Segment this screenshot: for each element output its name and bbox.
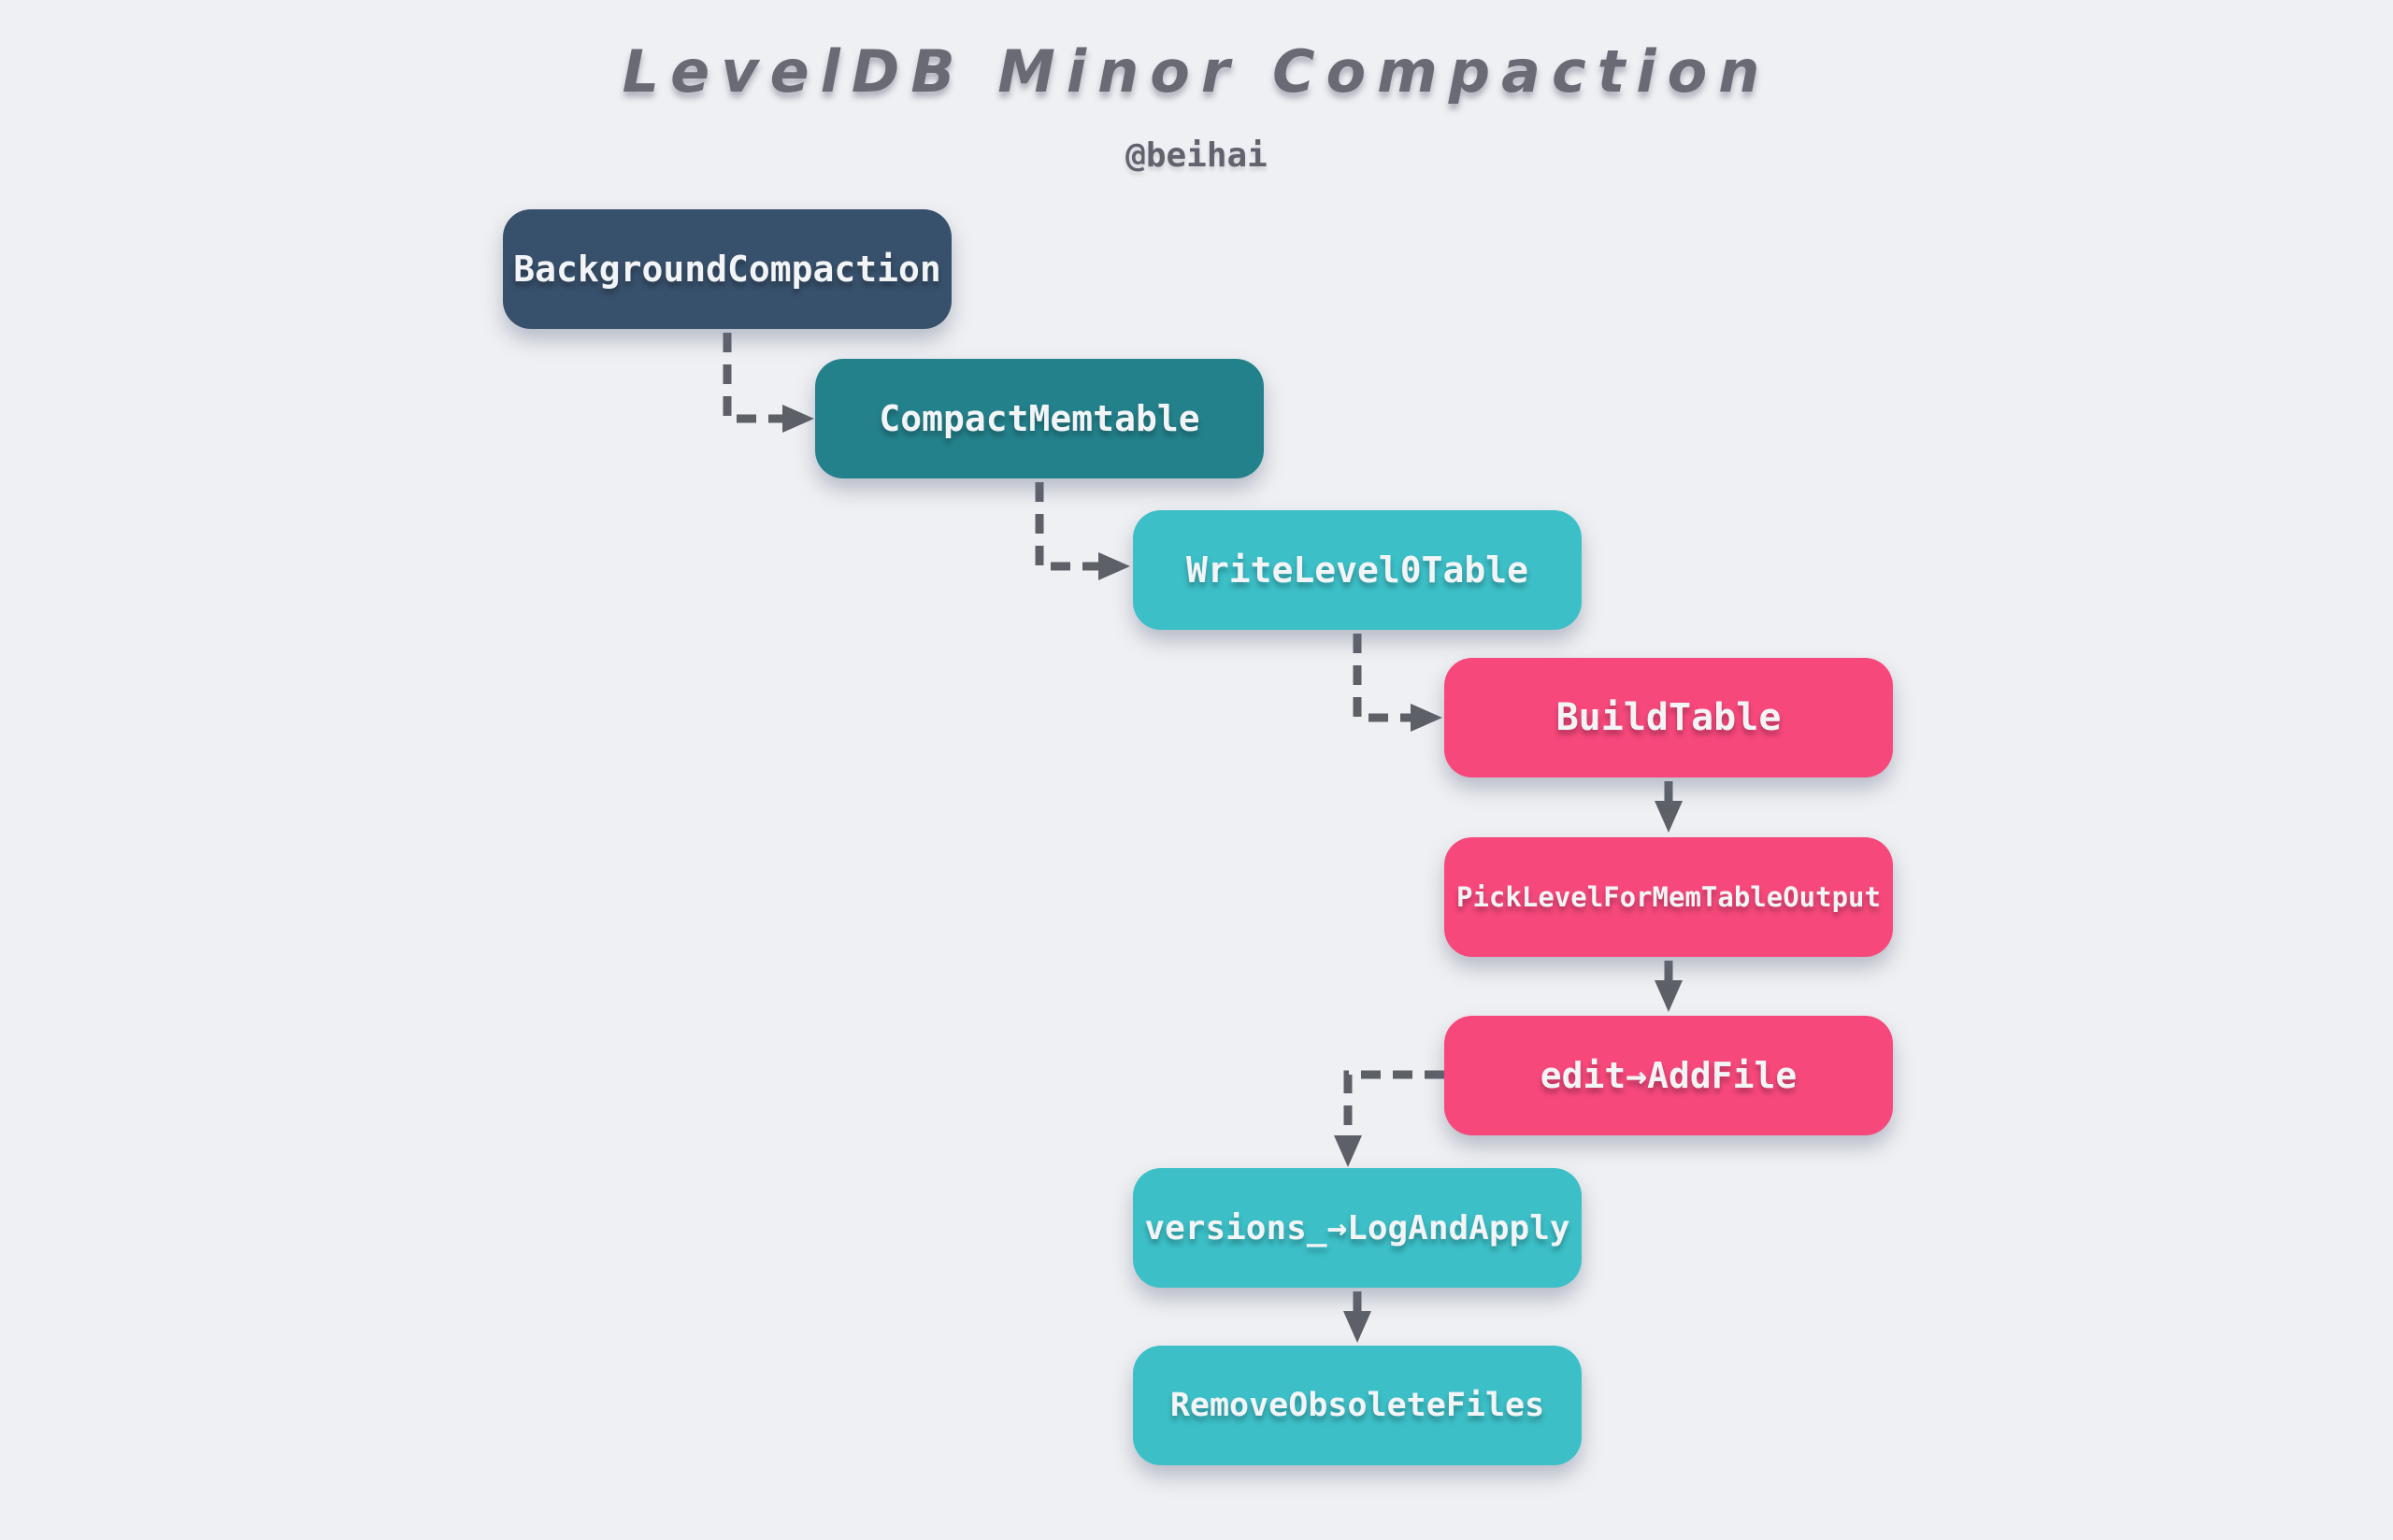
node-label: BackgroundCompaction xyxy=(513,249,941,290)
edge-compactmemtable-to-writelevel0table xyxy=(1035,482,1130,580)
node-label: PickLevelForMemTableOutput xyxy=(1456,881,1881,913)
node-background-compaction: BackgroundCompaction xyxy=(503,209,952,329)
node-label: WriteLevel0Table xyxy=(1185,549,1529,591)
node-edit-addfile: edit→AddFile xyxy=(1444,1016,1893,1135)
author-handle: @beihai xyxy=(1125,136,1268,175)
node-write-level0-table: WriteLevel0Table xyxy=(1133,510,1582,630)
diagram-title: LevelDB Minor Compaction xyxy=(622,37,1771,106)
node-label: versions_→LogAndApply xyxy=(1144,1208,1570,1248)
node-label: RemoveObsoleteFiles xyxy=(1169,1387,1545,1424)
node-remove-obsolete-files: RemoveObsoleteFiles xyxy=(1133,1346,1582,1465)
node-build-table: BuildTable xyxy=(1444,658,1893,777)
edge-edit-addfile-to-logandapply xyxy=(1334,1070,1444,1167)
node-label: BuildTable xyxy=(1555,696,1782,739)
node-versions-log-and-apply: versions_→LogAndApply xyxy=(1133,1168,1582,1288)
edge-writelevel0table-to-buildtable xyxy=(1353,634,1442,732)
edge-backgroundcompaction-to-compactmemtable xyxy=(723,333,814,433)
node-pick-level-for-memtable-output: PickLevelForMemTableOutput xyxy=(1444,837,1893,957)
node-label: edit→AddFile xyxy=(1540,1055,1798,1096)
node-compact-memtable: CompactMemtable xyxy=(815,359,1264,478)
node-label: CompactMemtable xyxy=(879,398,1200,439)
